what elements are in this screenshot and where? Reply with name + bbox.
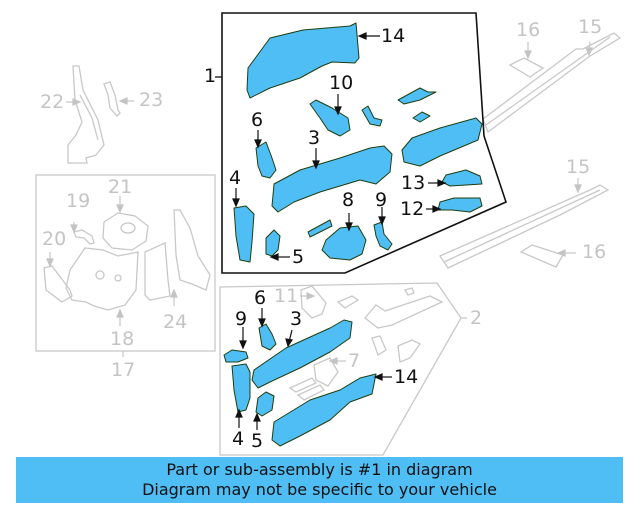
- part-12: [437, 197, 483, 213]
- part-13: [441, 169, 483, 187]
- callout-16-top: 16: [516, 19, 541, 41]
- callout-15-bottom: 15: [566, 156, 591, 178]
- part-5-bottom: [255, 391, 275, 417]
- part-11-outline: [300, 285, 327, 319]
- part-21-outline: [102, 212, 149, 251]
- part-24-outline: [144, 242, 171, 301]
- callout-3-bottom: 3: [290, 308, 303, 330]
- highlighted-parts: [223, 22, 483, 447]
- assembly-1-box: [221, 12, 507, 274]
- callout-9-bottom: 9: [235, 308, 248, 330]
- part-10: [309, 99, 351, 137]
- part-4-top: [233, 205, 255, 263]
- leader-lines-dark: [232, 32, 447, 430]
- part-16-bottom-outline: [519, 244, 564, 268]
- callout-6-bottom: 6: [254, 287, 267, 309]
- callout-6-top: 6: [251, 109, 264, 131]
- callout-7: 7: [348, 350, 361, 372]
- part-20-outline: [43, 265, 73, 303]
- callout-4-bottom: 4: [232, 428, 245, 450]
- assembly-17-box: [35, 174, 216, 352]
- part-15-bottom-outline: [439, 184, 610, 269]
- callout-3-top: 3: [308, 127, 321, 149]
- callout-22: 22: [40, 91, 65, 113]
- part-9-top: [373, 221, 393, 251]
- banner-line-1: Part or sub-assembly is #1 in diagram: [166, 460, 473, 479]
- callout-21: 21: [108, 176, 133, 198]
- part-8: [321, 225, 367, 261]
- part-18-outline: [65, 247, 139, 311]
- part-4-bottom: [231, 363, 251, 413]
- diagram-drawing: [35, 12, 622, 456]
- callout-23: 23: [139, 89, 164, 111]
- banner-line-2: Diagram may not be specific to your vehi…: [142, 480, 497, 499]
- callout-8: 8: [342, 189, 355, 211]
- ghost-parts: [35, 32, 622, 456]
- part-22-outline: [67, 65, 105, 164]
- callout-24: 24: [163, 311, 188, 333]
- callout-15-top: 15: [578, 16, 603, 38]
- callout-5-bottom: 5: [251, 430, 264, 452]
- part-9-bottom: [223, 349, 249, 363]
- part-3-top: [271, 145, 393, 213]
- callout-12: 12: [400, 198, 425, 220]
- callout-9-top: 9: [375, 189, 388, 211]
- callout-2: 2: [470, 307, 483, 329]
- callout-13: 13: [401, 172, 426, 194]
- info-banner: Part or sub-assembly is #1 in diagram Di…: [16, 457, 623, 503]
- part-3-rear: [401, 117, 483, 167]
- callout-10: 10: [329, 72, 354, 94]
- part-14-top: [246, 22, 360, 99]
- callout-20: 20: [42, 228, 67, 250]
- assembly-2-box: [219, 282, 462, 456]
- callout-11: 11: [274, 285, 299, 307]
- callout-18: 18: [110, 328, 135, 350]
- part-19-outline: [73, 229, 95, 245]
- part-7-outline: [313, 357, 339, 387]
- callout-14-top: 14: [381, 25, 406, 47]
- part-6-bottom: [258, 323, 277, 351]
- part-14-bottom: [271, 373, 377, 447]
- part-15-top-outline: [482, 32, 622, 134]
- callout-1: 1: [204, 65, 217, 87]
- leader-lines-grey: [46, 41, 593, 365]
- part-5-top: [265, 229, 281, 257]
- part-23-outline: [103, 81, 121, 117]
- part-6-top: [255, 141, 277, 179]
- part-3-bottom: [251, 319, 353, 389]
- callout-16-bottom: 16: [582, 241, 607, 263]
- part-16-top-outline: [508, 57, 545, 78]
- callout-5-top: 5: [292, 246, 305, 268]
- callout-17: 17: [111, 359, 136, 381]
- parts-diagram: 1 14 10 6 3 4 13 8 9 12 5 6 9 3 14 4 5 2…: [35, 12, 622, 456]
- callout-19: 19: [66, 190, 91, 212]
- callout-14-bottom: 14: [394, 366, 419, 388]
- callout-4-top: 4: [229, 167, 242, 189]
